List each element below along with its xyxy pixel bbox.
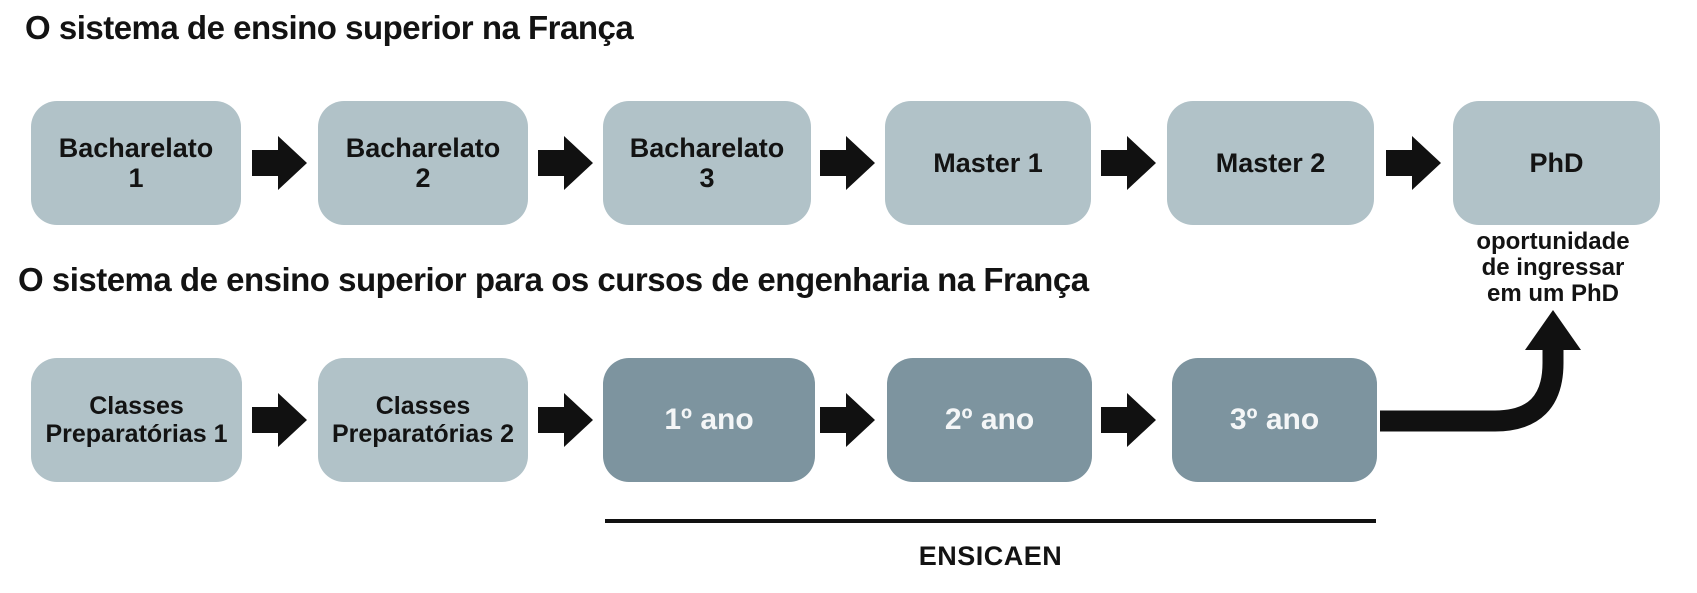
box-label: PhD (1529, 147, 1584, 178)
box-label: Bacharelato (629, 132, 785, 163)
box-classes-preparatorias-2: Classes Preparatórias 2 (318, 358, 528, 482)
curved-arrow-to-phd-icon (1380, 310, 1581, 432)
flow-arrow-icon (820, 393, 875, 447)
flow-arrow-icon (538, 393, 593, 447)
title-engineering-system: O sistema de ensino superior para os cur… (18, 261, 1089, 298)
box-label: Bacharelato (58, 132, 214, 163)
box-label: Classes (375, 392, 471, 420)
box-classes-preparatorias-1: Classes Preparatórias 1 (31, 358, 242, 482)
flow-arrow-icon (1101, 393, 1156, 447)
box-label: Master 1 (933, 147, 1043, 178)
box-bacharelato-2: Bacharelato 2 (318, 101, 528, 225)
ensicaen-bracket-line (605, 519, 1376, 523)
ensicaen-label: ENSICAEN (918, 541, 1063, 571)
box-label: 2 (415, 163, 431, 193)
phd-note-line: de ingressar (1481, 254, 1625, 281)
box-label: 3º ano (1229, 403, 1320, 437)
box-label: 3 (699, 163, 715, 193)
box-bacharelato-3: Bacharelato 3 (603, 101, 811, 225)
phd-note-line: oportunidade (1476, 228, 1630, 255)
title-general-system: O sistema de ensino superior na França (25, 9, 634, 46)
box-1-ano: 1º ano (603, 358, 815, 482)
flow-arrow-icon (1101, 136, 1156, 190)
box-master-1: Master 1 (885, 101, 1091, 225)
phd-note-line: em um PhD (1486, 280, 1620, 307)
box-label: Preparatórias 1 (45, 420, 228, 448)
flow-arrow-icon (252, 393, 307, 447)
box-phd: PhD (1453, 101, 1660, 225)
box-2-ano: 2º ano (887, 358, 1092, 482)
box-label: 1º ano (664, 403, 754, 437)
flow-arrow-icon (1386, 136, 1441, 190)
box-master-2: Master 2 (1167, 101, 1374, 225)
flow-arrow-icon (252, 136, 307, 190)
box-label: Preparatórias 2 (331, 420, 515, 448)
flow-arrow-icon (820, 136, 875, 190)
box-label: 2º ano (944, 403, 1035, 437)
box-label: 1 (128, 163, 144, 193)
phd-opportunity-note: oportunidade de ingressar em um PhD (1453, 229, 1653, 307)
box-3-ano: 3º ano (1172, 358, 1377, 482)
box-bacharelato-1: Bacharelato 1 (31, 101, 241, 225)
flow-arrow-icon (538, 136, 593, 190)
box-label: Classes (89, 392, 184, 420)
box-label: Bacharelato (345, 132, 501, 163)
box-label: Master 2 (1215, 147, 1326, 178)
